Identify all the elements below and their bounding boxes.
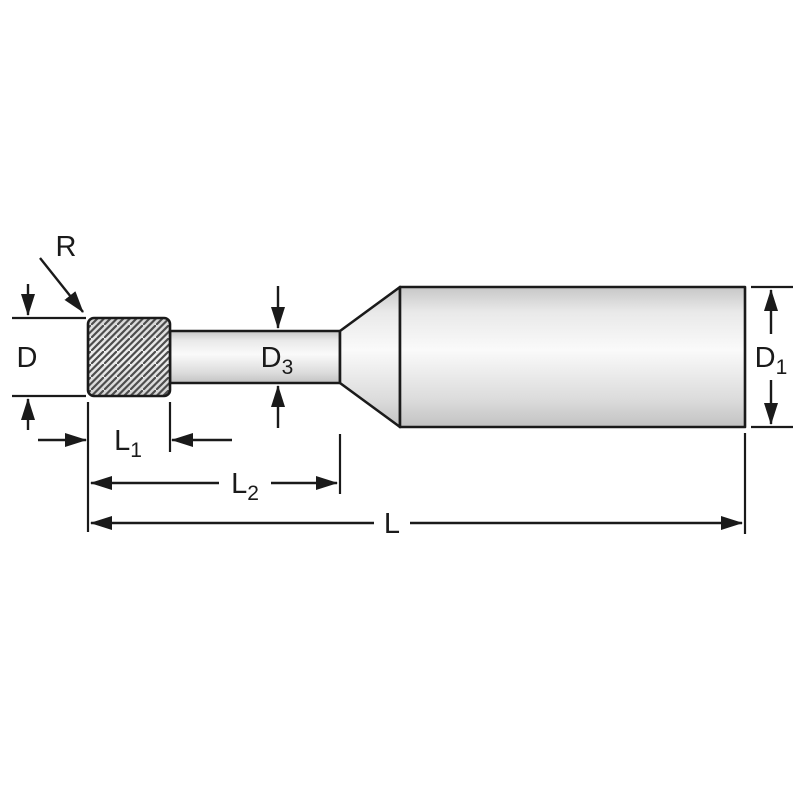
tool-shank: [398, 285, 747, 429]
cut-length-label: L1: [114, 425, 142, 462]
tool-neck: [168, 329, 342, 385]
overall-length-label: L: [384, 508, 400, 540]
extension-lines: [12, 285, 793, 534]
cutting-head-outline: [86, 316, 172, 398]
dimension-cutting-diameter: D: [17, 284, 38, 430]
dimension-corner-radius: R: [39, 231, 84, 313]
corner-radius-leader-arrow: [39, 257, 84, 313]
tool-taper: [338, 285, 402, 429]
reach-length-label: L2: [231, 468, 259, 505]
shank-diameter-label: D1: [755, 342, 788, 379]
dimension-reach-length: L2: [90, 468, 338, 505]
neck-diameter-label: D3: [261, 342, 294, 379]
cutting-diameter-label: D: [17, 342, 38, 374]
dimension-neck-diameter: D3: [261, 286, 294, 428]
dimension-overall-length: L: [90, 508, 743, 540]
dimension-shank-diameter: D1: [755, 289, 788, 425]
tool-body: [86, 285, 747, 429]
cutting-head-hatch: [88, 318, 170, 396]
corner-radius-label: R: [56, 231, 77, 263]
dimension-cut-length: L1: [38, 425, 232, 462]
